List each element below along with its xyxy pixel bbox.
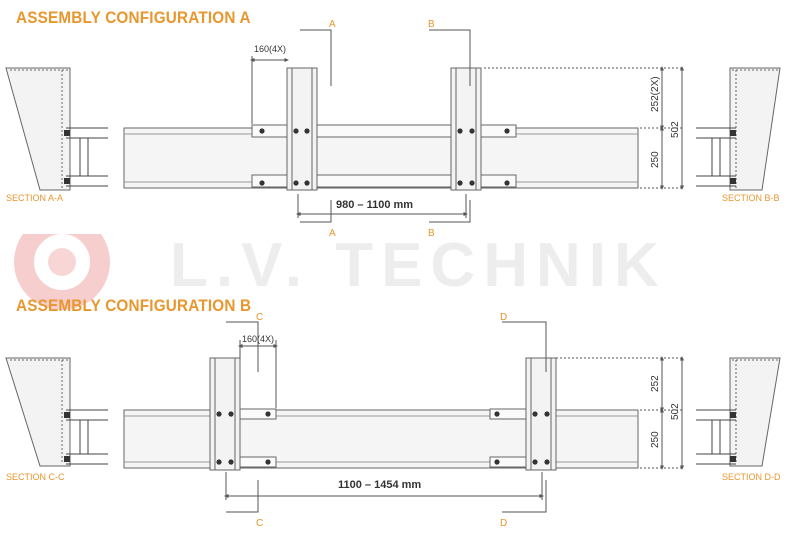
config-a-bracket-right [450, 67, 482, 191]
config-a-bolts [259, 128, 510, 186]
config-b-total-height: 502 [670, 403, 681, 420]
watermark-text: L.V. TECHNIK [170, 231, 667, 300]
config-b-dimensions [224, 340, 684, 500]
config-b-spacing-dim: 160(4X) [242, 334, 274, 344]
config-b-lower-height: 250 [650, 431, 661, 448]
watermark-logo [14, 200, 110, 310]
config-a-cut-left-top: A [329, 19, 336, 30]
section-d-d-label: SECTION D-D [722, 472, 781, 482]
config-a-cut-left-bottom: A [329, 228, 336, 239]
config-b-bracket-left [209, 357, 241, 471]
section-c-c-label: SECTION C-C [6, 472, 65, 482]
section-a-a-profile [5, 67, 108, 191]
config-a-lower-height: 250 [650, 151, 661, 168]
config-a-drawing [5, 29, 781, 223]
config-a-dimensions [250, 56, 684, 218]
config-a-cut-right-bottom: B [428, 228, 435, 239]
config-a-bracket-left [286, 67, 318, 191]
config-b-range-dim: 1100 – 1454 mm [338, 479, 421, 491]
section-d-d-profile [696, 357, 781, 467]
config-a-heading: ASSEMBLY CONFIGURATION A [16, 8, 251, 27]
config-a-spacing-dim: 160(4X) [254, 44, 286, 54]
config-b-cut-left-top: C [256, 312, 263, 323]
watermark: L.V. TECHNIK [14, 200, 667, 310]
section-b-b-profile [696, 67, 781, 191]
config-a-cut-right-top: B [428, 19, 435, 30]
config-b-bolts [216, 411, 550, 465]
config-a-upper-height: 252(2X) [650, 76, 661, 112]
config-b-upper-height: 252 [650, 375, 661, 392]
section-b-b-label: SECTION B-B [722, 193, 780, 203]
config-a-range-dim: 980 – 1100 mm [336, 199, 413, 211]
config-b-cut-left-bottom: C [256, 518, 263, 529]
section-a-a-label: SECTION A-A [6, 193, 63, 203]
config-a-total-height: 502 [670, 121, 681, 138]
section-c-c-profile [5, 357, 108, 467]
config-b-drawing [5, 321, 781, 513]
config-b-cut-right-bottom: D [500, 518, 507, 529]
config-b-heading: ASSEMBLY CONFIGURATION B [16, 296, 252, 315]
config-b-bracket-right [525, 357, 557, 471]
config-b-cut-right-top: D [500, 312, 507, 323]
config-b-beam [123, 409, 639, 469]
